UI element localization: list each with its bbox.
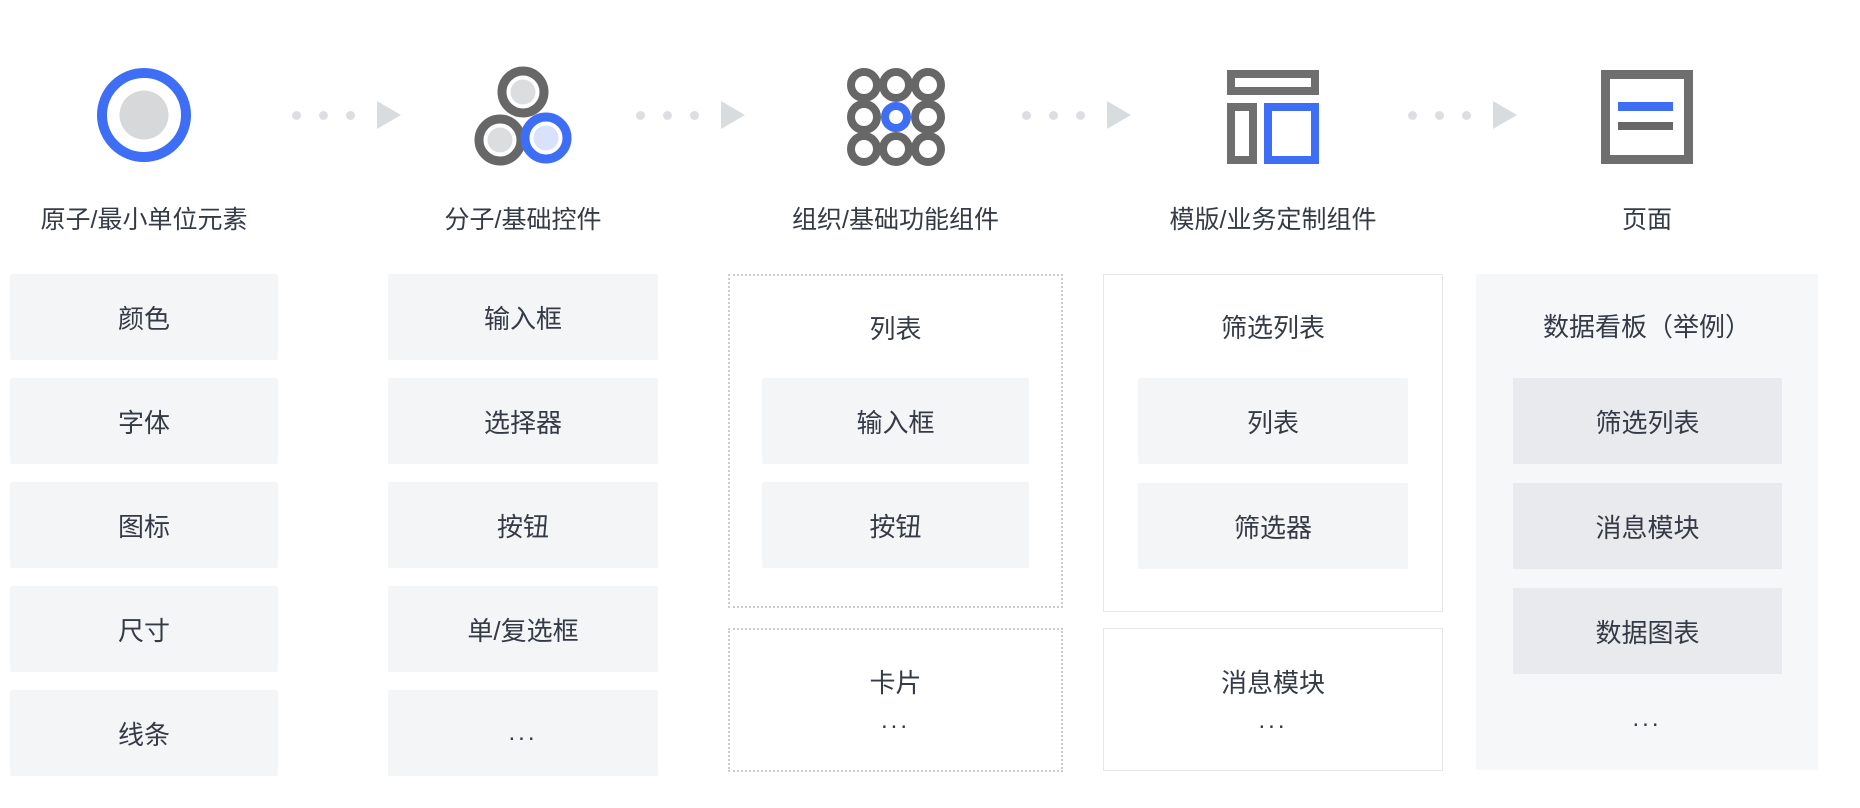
- connector-dot: [690, 110, 699, 120]
- connector-dot: [1049, 110, 1058, 120]
- organism-group-list: 列表 输入框 按钮: [728, 274, 1063, 608]
- stage-label-pages: 页面: [1621, 206, 1672, 234]
- atom-item: 字体: [10, 378, 278, 464]
- board-item: 筛选列表: [1513, 378, 1782, 464]
- connector-dot: [1462, 110, 1471, 120]
- template-layout-icon: [1227, 70, 1319, 169]
- organism-group-card: 卡片 ...: [728, 628, 1063, 772]
- atom-item: 图标: [10, 482, 278, 568]
- more-ellipsis: ...: [1258, 706, 1288, 734]
- arrow-right-icon: [1107, 101, 1131, 129]
- atom-circle-icon: [96, 67, 192, 168]
- molecule-item: 按钮: [388, 482, 658, 568]
- molecule-item: 单/复选框: [388, 586, 658, 672]
- atoms-item-stack: 颜色 字体 图标 尺寸 线条: [10, 274, 278, 794]
- connector-dot: [636, 110, 645, 120]
- template-group-message: 消息模块 ...: [1103, 628, 1443, 771]
- more-ellipsis: ...: [1632, 705, 1662, 732]
- board-item: 数据图表: [1513, 588, 1782, 674]
- connector-dot: [1022, 110, 1031, 120]
- more-ellipsis: ...: [880, 707, 910, 734]
- arrow-right-icon: [377, 101, 401, 129]
- connector-dot: [1435, 110, 1444, 120]
- stage-label-atoms: 原子/最小单位元素: [40, 206, 248, 234]
- molecule-circles-icon: [472, 65, 574, 172]
- board-item: 消息模块: [1513, 483, 1782, 569]
- connector-dot: [1076, 110, 1085, 120]
- flow-connector: [292, 101, 401, 129]
- flow-connector: [1408, 101, 1517, 129]
- molecules-item-stack: 输入框 选择器 按钮 单/复选框 ...: [388, 274, 658, 794]
- atom-item: 颜色: [10, 274, 278, 360]
- connector-dot: [292, 110, 301, 120]
- connector-dot: [663, 110, 672, 120]
- stage-label-molecules: 分子/基础控件: [444, 206, 602, 234]
- page-document-icon: [1601, 70, 1693, 169]
- organism-item: 输入框: [762, 378, 1029, 464]
- connector-dot: [1408, 110, 1417, 120]
- group-title: 列表: [869, 314, 922, 344]
- group-title: 消息模块: [1220, 667, 1325, 698]
- stage-label-organisms: 组织/基础功能组件: [792, 206, 999, 234]
- molecule-item: 选择器: [388, 378, 658, 464]
- organism-grid-icon: [846, 67, 946, 172]
- group-title: 筛选列表: [1220, 313, 1325, 343]
- page-board-dashboard: 数据看板（举例） 筛选列表 消息模块 数据图表 ...: [1476, 274, 1818, 770]
- board-title: 数据看板（举例）: [1542, 312, 1751, 342]
- arrow-right-icon: [1493, 101, 1517, 129]
- arrow-right-icon: [721, 101, 745, 129]
- template-item: 筛选器: [1138, 483, 1408, 569]
- more-ellipsis: ...: [388, 690, 658, 776]
- flow-connector: [1022, 101, 1131, 129]
- organism-item: 按钮: [762, 482, 1029, 568]
- group-title: 卡片: [869, 668, 922, 698]
- connector-dot: [346, 110, 355, 120]
- template-group-filter-list: 筛选列表 列表 筛选器: [1103, 274, 1443, 612]
- atom-item: 尺寸: [10, 586, 278, 672]
- molecule-item: 输入框: [388, 274, 658, 360]
- flow-connector: [636, 101, 745, 129]
- template-item: 列表: [1138, 378, 1408, 464]
- atom-item: 线条: [10, 690, 278, 776]
- stage-label-templates: 模版/业务定制组件: [1169, 206, 1377, 234]
- connector-dot: [319, 110, 328, 120]
